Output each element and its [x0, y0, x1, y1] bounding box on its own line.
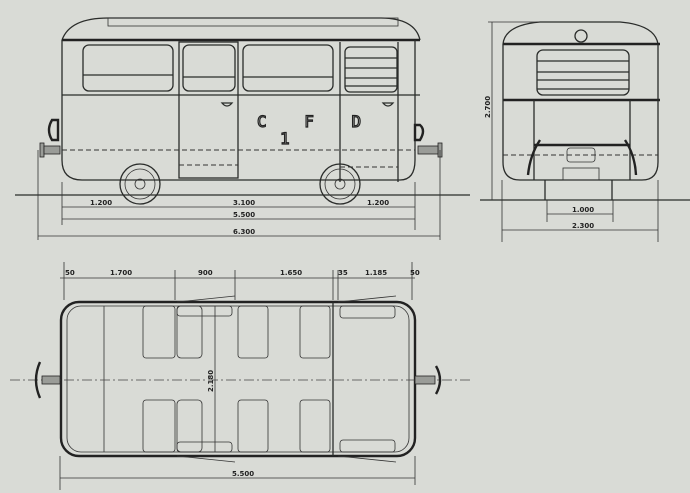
plan-coupler-right	[414, 365, 442, 395]
end-roof	[502, 21, 659, 45]
dim-plan-6: 50	[410, 269, 420, 277]
dim-plan-5: 1.185	[365, 269, 387, 277]
headlamp	[574, 29, 588, 43]
wheel-left	[119, 163, 161, 205]
window-3	[242, 44, 334, 92]
handrail-left	[526, 139, 541, 176]
door-swing	[176, 295, 236, 303]
dim-wheelbase: 3.100	[233, 199, 255, 207]
dim-plan-0: 50	[65, 269, 75, 277]
roof-rail	[107, 17, 399, 27]
dim-overhang-left: 1.200	[90, 199, 112, 207]
dim-body-length: 5.500	[233, 211, 255, 219]
dim-overall-length: 6.300	[233, 228, 255, 236]
coupler-right	[413, 123, 443, 158]
body-outline	[61, 40, 416, 181]
car-number: 1	[280, 129, 290, 148]
company-lettering: C F D	[257, 112, 375, 131]
plan-view: 50 1.700 900 1.650 35 1.185 50	[10, 262, 470, 490]
door-handle-icon	[220, 102, 234, 107]
dim-plan-2: 900	[198, 269, 213, 277]
side-door-left	[178, 41, 239, 179]
dim-track-gauge: 1.000	[572, 206, 594, 214]
door-handle-icon	[381, 102, 395, 107]
dim-body-width: 2.300	[572, 222, 594, 230]
wheel-right	[319, 163, 361, 205]
dim-plan-4: 35	[338, 269, 348, 277]
window-2-door	[182, 44, 236, 92]
louvred-window	[344, 46, 398, 93]
coupler-left	[39, 118, 61, 158]
roof-outline	[61, 17, 421, 41]
seats	[142, 305, 396, 453]
dim-height: 2.700	[484, 96, 492, 118]
dim-interior-width: 2.180	[207, 370, 215, 392]
dim-overhang-right: 1.200	[367, 199, 389, 207]
window-1	[82, 44, 174, 92]
coupling-plate	[566, 147, 596, 163]
dim-plan-1: 1.700	[110, 269, 132, 277]
handrail-right	[623, 139, 638, 176]
side-elevation: C F D 1	[15, 17, 470, 240]
dim-plan-length: 5.500	[232, 470, 254, 478]
end-elevation: 2.700 1.000 2.300	[480, 21, 690, 242]
plan-coupler-left	[34, 361, 61, 399]
dim-plan-3: 1.650	[280, 269, 302, 277]
